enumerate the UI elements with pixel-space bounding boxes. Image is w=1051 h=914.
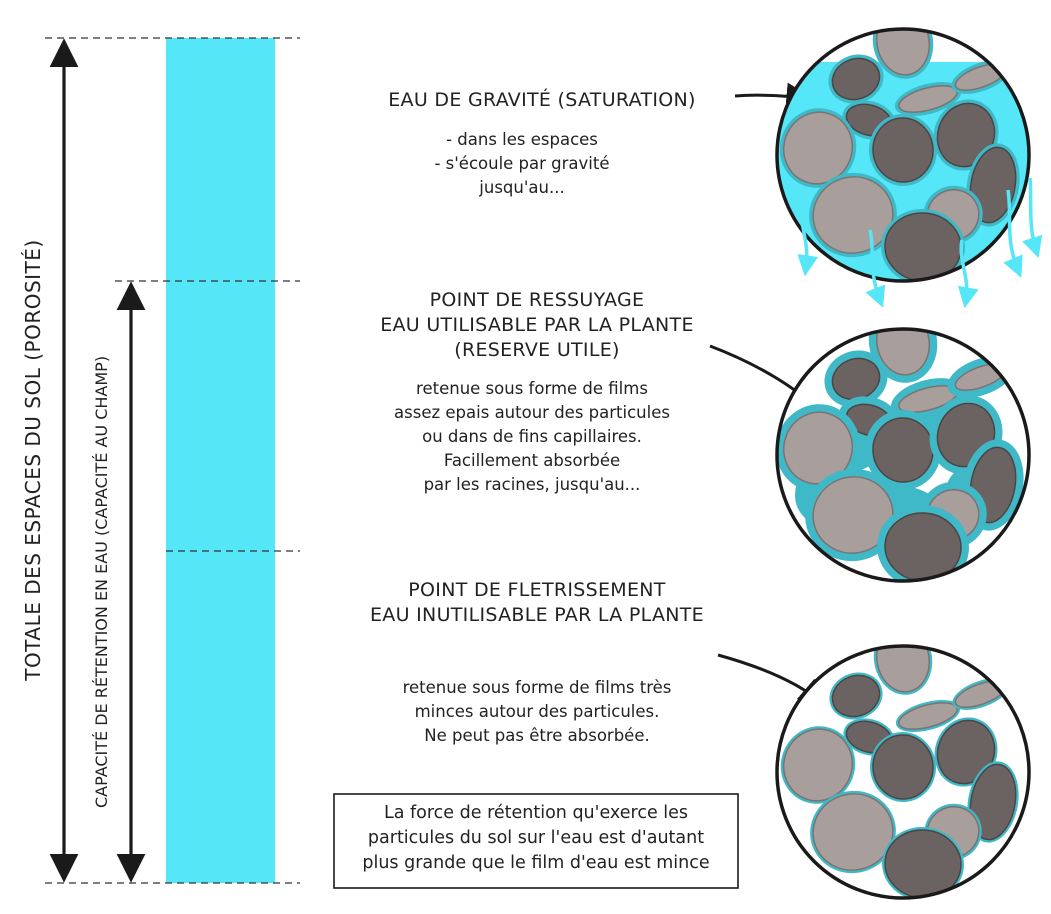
soil-particle-icon bbox=[783, 111, 853, 185]
soil-particle-icon bbox=[831, 57, 881, 101]
wilting-soil-circle bbox=[775, 644, 1031, 900]
soil-particle-icon bbox=[831, 674, 881, 718]
section-heading: EAU INUTILISABLE PAR LA PLANTE bbox=[370, 604, 704, 626]
section-body: par les racines, jusqu'au... bbox=[424, 475, 641, 494]
soil-particle-icon bbox=[872, 734, 934, 800]
section-gravity: EAU DE GRAVITÉ (SATURATION) - dans les e… bbox=[388, 88, 696, 197]
soil-particle-icon bbox=[876, 646, 930, 693]
saturation-soil-circle bbox=[775, 27, 1043, 309]
soil-particle-icon bbox=[812, 793, 894, 871]
section-heading: POINT DE FLETRISSEMENT bbox=[408, 579, 666, 601]
note-line: plus grande que le film d'eau est mince bbox=[362, 853, 709, 873]
section-body: jusqu'au... bbox=[478, 178, 564, 197]
soil-particle-icon bbox=[812, 176, 894, 254]
soil-particle-icon bbox=[812, 476, 894, 554]
porosity-label: TOTALE DES ESPACES DU SOL (POROSITÉ) bbox=[21, 239, 45, 681]
section-ressuyage: POINT DE RESSUYAGE EAU UTILISABLE PAR LA… bbox=[380, 289, 694, 494]
soil-particle-icon bbox=[936, 719, 996, 785]
soil-particle-icon bbox=[872, 117, 934, 183]
retention-note: La force de rétention qu'exerce les part… bbox=[333, 793, 739, 889]
soil-particle-icon bbox=[783, 411, 853, 485]
level-lines bbox=[45, 37, 300, 884]
section-body: - dans les espaces bbox=[446, 130, 598, 149]
section-body: Ne peut pas être absorbée. bbox=[424, 726, 649, 745]
soil-particles bbox=[777, 329, 1024, 581]
note-line: particules du sol sur l'eau est d'autant bbox=[368, 828, 704, 848]
drainage-arrows bbox=[797, 177, 1043, 309]
section-body: retenue sous forme de films très bbox=[403, 678, 672, 697]
field-capacity-soil-circle bbox=[775, 327, 1031, 583]
note-box bbox=[333, 793, 739, 889]
soil-particle-icon bbox=[969, 763, 1017, 841]
water-column bbox=[166, 38, 275, 883]
section-body: Facillement absorbée bbox=[444, 451, 620, 470]
soil-particles bbox=[780, 646, 1019, 898]
section-heading: (RESERVE UTILE) bbox=[454, 339, 620, 361]
section-body: minces autour des particules. bbox=[415, 702, 660, 721]
soil-particles bbox=[779, 29, 1020, 281]
soil-particle-icon bbox=[876, 29, 930, 76]
soil-particle-icon bbox=[783, 728, 853, 802]
soil-particle-icon bbox=[876, 329, 930, 376]
soil-particle-icon bbox=[969, 146, 1017, 224]
section-fletrissement: POINT DE FLETRISSEMENT EAU INUTILISABLE … bbox=[370, 579, 704, 745]
note-line: La force de rétention qu'exerce les bbox=[384, 803, 688, 823]
section-heading: POINT DE RESSUYAGE bbox=[430, 289, 645, 311]
section-body: - s'écoule par gravité bbox=[434, 154, 609, 173]
field-capacity-label: CAPACITÉ DE RÉTENTION EN EAU (CAPACITÉ A… bbox=[92, 356, 111, 808]
section-body: assez epais autour des particules bbox=[394, 403, 670, 422]
section-heading: EAU DE GRAVITÉ (SATURATION) bbox=[388, 88, 696, 111]
section-heading: EAU UTILISABLE PAR LA PLANTE bbox=[380, 314, 694, 336]
section-body: ou dans de fins capillaires. bbox=[422, 427, 642, 446]
section-body: retenue sous forme de films bbox=[416, 379, 648, 398]
